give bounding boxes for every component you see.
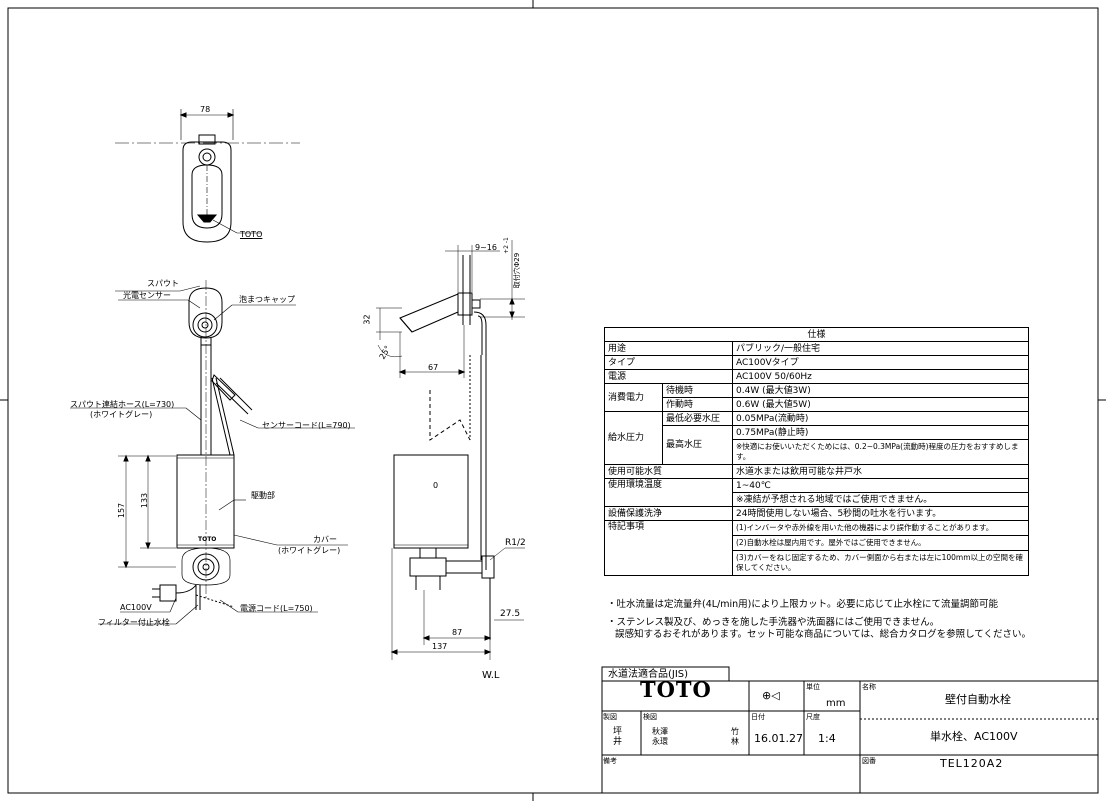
dim-thread: R1/2 [505,538,526,548]
plan-view [115,109,300,243]
plan-logo-label: TOTO [240,230,263,239]
name-label: 名称 [862,683,876,691]
label-spout: スパウト [147,279,179,288]
drafter-name: 坪井 [613,727,623,747]
side-view [376,240,525,660]
spec-row-water: 使用可能水質水道水または飲用可能な井戸水 [604,464,1029,479]
checker-name: 秋澤 永環 [652,727,668,746]
spec-row-special-1: 特記事項(1)インバータや赤外線を用いた他の機器により誤作動することがあります。 [604,520,1029,576]
date-value: 16.01.27 [754,732,803,745]
spec-row-special-3: (3)カバーをねじ固定するため、カバー側面から右または左に100mm以上の空間を… [605,550,1029,576]
drawing-no-label: 図番 [862,757,876,765]
scale-label: 尺度 [806,713,820,721]
dim-gap: 9~16 [475,243,497,252]
dim-offset: 27.5 [500,609,521,619]
label-filter-valve: フィルター付止水栓 [98,618,170,627]
drawing-number: TEL120A2 [940,757,1004,770]
front-view [70,280,355,625]
dim-outer-height: 157 [117,502,127,519]
label-hose: スパウト連結ホース(L=730) [70,400,175,409]
dim-reach: 67 [428,363,439,372]
product-name: 壁付自動水栓 [945,693,1011,706]
label-sensor-cord: センサーコード(L=790) [262,421,351,430]
note-stainless: ・ステンレス製及び、めっきを施した手洗器や洗面器にはご使用できません。 [607,617,940,628]
mark-water-line: W.L [482,670,500,681]
mark-zero: 0 [433,481,439,490]
product-subtitle: 単水栓、AC100V [930,730,1018,743]
label-cover: カバー [313,535,337,544]
drafted-label: 製図 [603,713,617,721]
dim-spout-height: 32 [362,314,372,325]
date-label: 日付 [751,713,765,721]
label-unit-logo: TOTO [198,536,217,543]
label-aerator: 泡まつキャップ [239,295,295,304]
approver-name: 竹林 [731,727,739,746]
dim-inner-height: 133 [140,492,150,509]
remarks-label: 備考 [603,757,617,765]
dim-depth-b: 137 [432,642,448,651]
label-hose-color: (ホワイトグレー) [90,410,153,419]
brand-logo: TOTO [640,677,712,702]
note-flow-rate: ・吐水流量は定流量弁(4L/min用)により上限カット。必要に応じて止水栓にて流… [607,599,998,610]
title-block-lines [601,666,1099,794]
projection-symbol-icon: ⊕◁ [762,689,780,702]
cert-label: 水道法適合品(JIS) [608,669,689,680]
unit-label: 単位 [806,683,820,691]
plan-width-dim: 78 [200,105,211,114]
label-power-cord: 電源コード(L=750) [240,604,313,613]
spec-row-usage: 用途パブリック/一般住宅 [604,341,1029,356]
checked-label: 検図 [643,713,657,721]
label-drive: 駆動部 [251,491,275,500]
scale-value: 1:4 [818,732,836,745]
label-ac: AC100V [120,603,152,612]
unit-value: mm [826,698,846,709]
spec-title: 仕様 [604,327,1029,342]
note-catalog: 誤感知するおそれがあります。セット可能な商品については、総合カタログを参照してく… [615,629,1032,640]
label-sensor: 光電センサー [123,291,171,300]
dim-hole-tol: +2 -1 [502,237,510,254]
dim-hole: 取付穴Φ29 [513,252,522,289]
label-cover-color: (ホワイトグレー) [278,546,341,555]
dim-depth-a: 87 [452,628,463,637]
